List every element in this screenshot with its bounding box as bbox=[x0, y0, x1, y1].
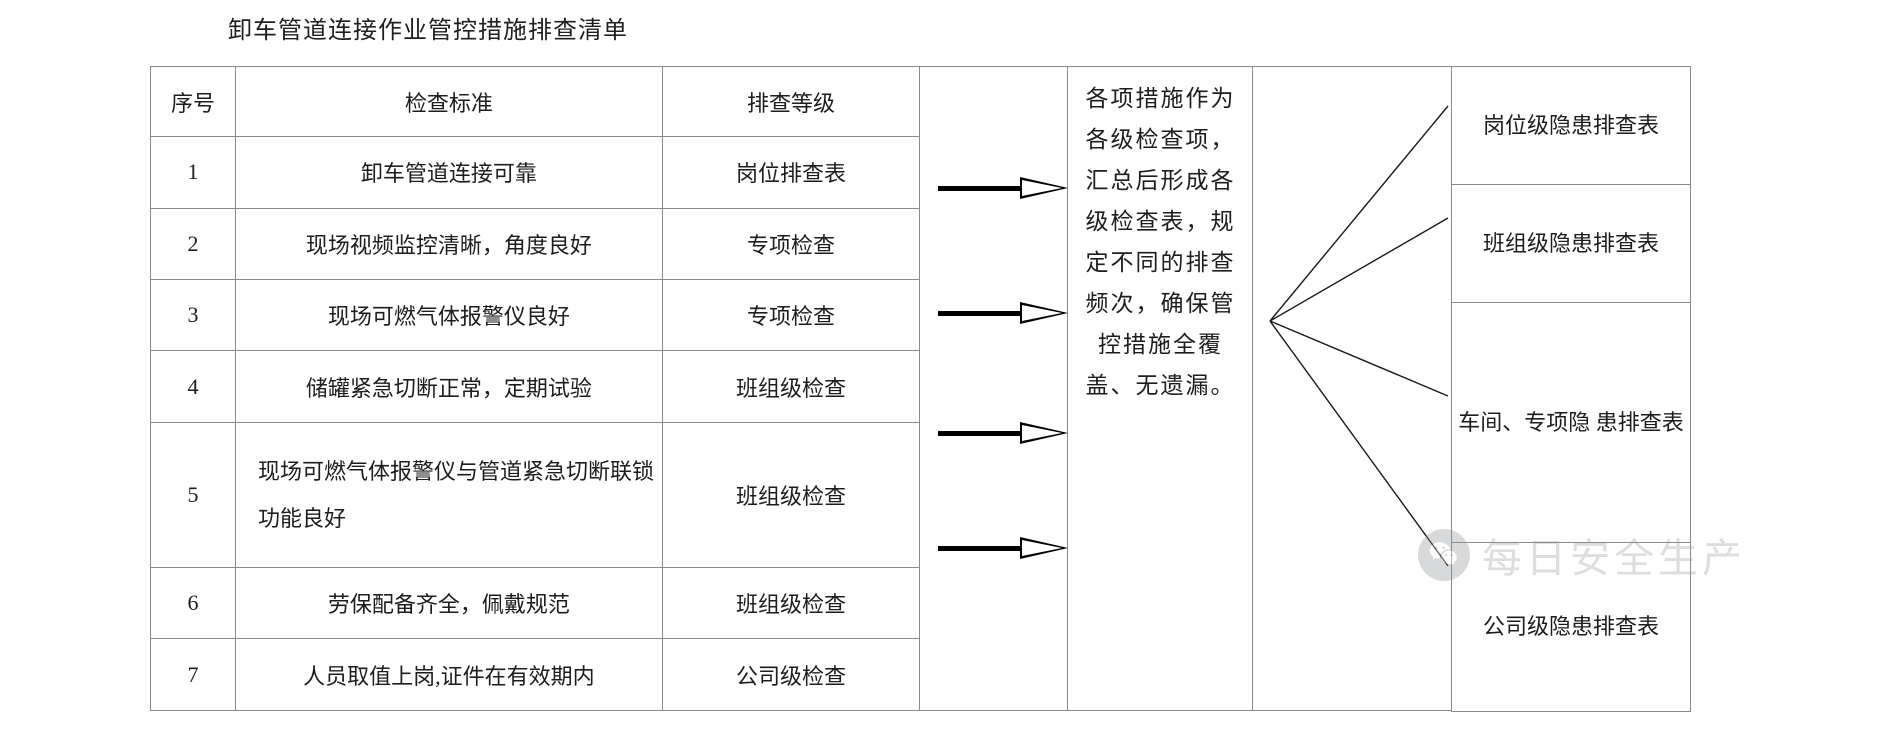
row-index: 3 bbox=[150, 279, 236, 352]
arrow-right-icon bbox=[938, 422, 1068, 444]
list-item: 班组级隐患排查表 bbox=[1451, 184, 1691, 303]
arrow-right-icon bbox=[938, 302, 1068, 324]
column-header: 序号 bbox=[150, 65, 236, 138]
hazard-table-label: 车间、专项隐 患排查表 bbox=[1451, 302, 1691, 543]
list-item: 岗位级隐患排查表 bbox=[1451, 66, 1691, 185]
summary-note-column: 各项措施作为各级检查项，汇总后形成各级检查表，规定不同的排查频次，确保管控措施全… bbox=[1068, 66, 1253, 711]
page-title: 卸车管道连接作业管控措施排查清单 bbox=[228, 18, 628, 44]
column-header: 排查等级 bbox=[661, 65, 921, 138]
inspection-standard: 劳保配备齐全，佩戴规范 bbox=[234, 567, 663, 640]
hazard-table-label: 公司级隐患排查表 bbox=[1451, 542, 1691, 712]
row-index: 5 bbox=[150, 421, 236, 569]
hazard-table-label: 班组级隐患排查表 bbox=[1451, 184, 1691, 303]
inspection-level: 班组级检查 bbox=[661, 350, 921, 423]
inspection-level: 公司级检查 bbox=[661, 638, 921, 711]
row-index: 7 bbox=[150, 638, 236, 711]
list-item: 车间、专项隐 患排查表 bbox=[1451, 302, 1691, 543]
inspection-level: 岗位排查表 bbox=[661, 136, 921, 209]
column-header: 检查标准 bbox=[234, 65, 663, 138]
arrow-right-icon bbox=[938, 537, 1068, 559]
row-index: 1 bbox=[150, 136, 236, 209]
inspection-level: 专项检查 bbox=[661, 207, 921, 281]
inspection-standard: 卸车管道连接可靠 bbox=[234, 136, 663, 209]
inspection-level: 专项检查 bbox=[661, 279, 921, 352]
summary-note-text: 各项措施作为各级检查项，汇总后形成各级检查表，规定不同的排查频次，确保管控措施全… bbox=[1085, 86, 1236, 398]
inspection-level: 班组级检查 bbox=[661, 567, 921, 640]
row-index: 2 bbox=[150, 207, 236, 281]
inspection-standard: 现场可燃气体报警仪与管道紧急切断联锁功能良好 bbox=[234, 421, 663, 569]
inspection-standard: 人员取值上岗,证件在有效期内 bbox=[234, 638, 663, 711]
row-index: 4 bbox=[150, 350, 236, 423]
inspection-standard: 现场视频监控清晰，角度良好 bbox=[234, 207, 663, 281]
fan-lines-icon bbox=[1269, 105, 1449, 567]
table-header-row: 序号检查标准排查等级 bbox=[150, 65, 921, 138]
inspection-standard: 现场可燃气体报警仪良好 bbox=[234, 279, 663, 352]
hazard-table-label: 岗位级隐患排查表 bbox=[1451, 66, 1691, 185]
arrow-column bbox=[920, 66, 1068, 711]
row-index: 6 bbox=[150, 567, 236, 640]
inspection-level: 班组级检查 bbox=[661, 421, 921, 569]
list-item: 公司级隐患排查表 bbox=[1451, 542, 1691, 712]
arrow-right-icon bbox=[938, 177, 1068, 199]
hazard-inspection-tables: 岗位级隐患排查表班组级隐患排查表车间、专项隐 患排查表公司级隐患排查表 bbox=[1451, 66, 1691, 712]
inspection-standard: 储罐紧急切断正常，定期试验 bbox=[234, 350, 663, 423]
